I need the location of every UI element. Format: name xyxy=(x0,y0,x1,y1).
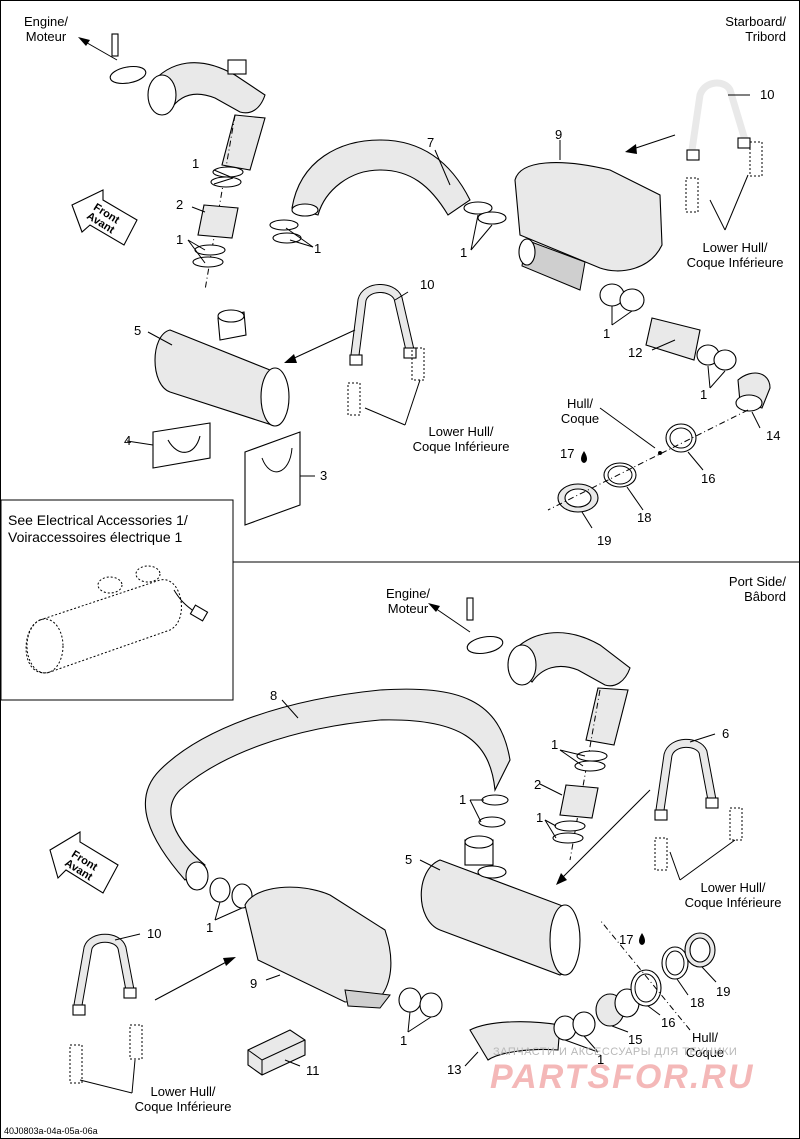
callout-12: 12 xyxy=(628,345,643,360)
callout-19: 19 xyxy=(597,533,612,548)
callout-16: 16 xyxy=(701,471,716,486)
callout-17: 17 xyxy=(619,932,634,947)
callout-1: 1 xyxy=(192,156,200,171)
callout-1: 1 xyxy=(400,1033,408,1048)
callout-1: 1 xyxy=(597,1052,605,1067)
inset-title: See Electrical Accessories 1/ Voiraccess… xyxy=(8,512,188,545)
callout-10: 10 xyxy=(147,926,162,941)
exhaust-elbow-port xyxy=(509,632,631,687)
engine-label-bottom: Engine/ Moteur xyxy=(385,586,431,616)
callout-1: 1 xyxy=(603,326,611,341)
callout-13: 13 xyxy=(447,1062,462,1077)
muffler-support-3 xyxy=(244,431,301,526)
callout-2: 2 xyxy=(176,197,184,212)
side-label-top: Starboard/ Tribord xyxy=(725,14,786,44)
callout-15: 15 xyxy=(628,1032,643,1047)
callout-7: 7 xyxy=(427,135,435,150)
coupler-2 xyxy=(197,204,239,239)
callout-18: 18 xyxy=(637,510,652,525)
inset-frame xyxy=(0,499,234,701)
callout-17: 17 xyxy=(560,446,575,461)
callout-1: 1 xyxy=(176,232,184,247)
hose-12 xyxy=(645,317,701,361)
callout-3: 3 xyxy=(320,468,328,483)
gasket-16-port xyxy=(630,969,662,1007)
callout-8: 8 xyxy=(270,688,278,703)
watermark-text-small: ЗАПЧАСТИ И АКСЕССУАРЫ ДЛЯ ТЕХНИКИ xyxy=(493,1046,738,1058)
callout-9: 9 xyxy=(250,976,258,991)
lower-hull-label-bottom-right: Lower Hull/ Coque Inférieure xyxy=(684,880,782,910)
callout-2: 2 xyxy=(534,777,542,792)
callout-4: 4 xyxy=(124,433,132,448)
diagram-code: 40J0803a-04a-05a-06a xyxy=(4,1126,98,1136)
callout-1: 1 xyxy=(551,737,559,752)
coupler-2-port xyxy=(559,784,599,819)
callout-6: 6 xyxy=(722,726,730,741)
side-label-bottom: Port Side/ Bâbord xyxy=(728,574,786,604)
block-11 xyxy=(247,1029,306,1076)
water-box-9 xyxy=(514,162,663,272)
callout-1: 1 xyxy=(460,245,468,260)
callout-11: 11 xyxy=(306,1063,320,1078)
lower-hull-label-bottom-left: Lower Hull/ Coque Inférieure xyxy=(134,1084,232,1114)
callout-1: 1 xyxy=(314,241,322,256)
muffler-support-4 xyxy=(152,422,211,469)
front-arrow-bottom xyxy=(49,831,119,894)
callout-1: 1 xyxy=(700,387,708,402)
lower-hull-label-top-right: Lower Hull/ Coque Inférieure xyxy=(686,240,784,270)
callout-1: 1 xyxy=(459,792,467,807)
callout-9: 9 xyxy=(555,127,563,142)
callout-1: 1 xyxy=(206,920,214,935)
callout-10: 10 xyxy=(760,87,775,102)
engine-label-top: Engine/ Moteur xyxy=(23,14,69,44)
hull-label-bottom: Hull/ Coque xyxy=(685,1030,725,1060)
callout-18: 18 xyxy=(690,995,705,1010)
callout-10: 10 xyxy=(420,277,435,292)
hull-label-top: Hull/ Coque xyxy=(560,396,600,426)
callout-19: 19 xyxy=(716,984,731,999)
callout-16: 16 xyxy=(661,1015,676,1030)
water-box-9-port xyxy=(244,886,392,1003)
watermark-logo: PARTSFOR.RU xyxy=(490,1058,755,1096)
callout-14: 14 xyxy=(766,428,781,443)
front-arrow-top xyxy=(71,189,138,246)
hose-8 xyxy=(144,688,511,881)
lower-hull-label-top-mid: Lower Hull/ Coque Inférieure xyxy=(412,424,510,454)
exhaust-elbow-starboard xyxy=(149,62,266,114)
hose-7 xyxy=(291,139,471,216)
ring-18 xyxy=(603,462,637,488)
callout-5: 5 xyxy=(405,852,413,867)
callout-5: 5 xyxy=(134,323,142,338)
callout-1: 1 xyxy=(536,810,544,825)
